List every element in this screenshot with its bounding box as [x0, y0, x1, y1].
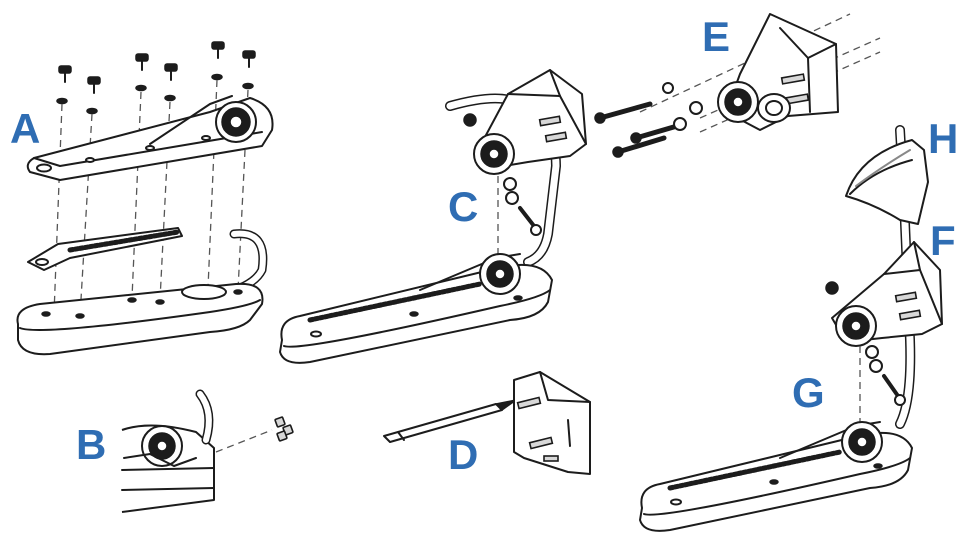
step-d-marking: [383, 371, 591, 475]
step-label-h: H: [928, 115, 959, 162]
pencil: [383, 399, 517, 443]
pivot-knob-a: [215, 101, 257, 143]
step-fgh-assembly: [639, 125, 943, 532]
step-label-b: B: [76, 421, 107, 468]
step-a-assembly: [16, 41, 274, 356]
transducer-body-a: [16, 282, 264, 356]
step-b-cable-clip: [121, 389, 294, 513]
alignment-lines-a: [53, 79, 249, 317]
step-c-assembly: [279, 69, 587, 364]
top-bracket-plate: [26, 95, 274, 181]
step-label-c: C: [448, 183, 479, 230]
step-label-g: G: [792, 369, 825, 416]
step-label-a: A: [10, 105, 41, 152]
step-label-e: E: [702, 13, 731, 60]
mounting-screws: [56, 41, 256, 115]
mounting-rail: [27, 227, 183, 271]
step-label-d: D: [448, 431, 479, 478]
cable-clips: [274, 416, 294, 442]
step-e-assembly: [594, 13, 881, 158]
step-label-f: F: [930, 217, 956, 264]
bracket-cover-h: [845, 139, 929, 225]
